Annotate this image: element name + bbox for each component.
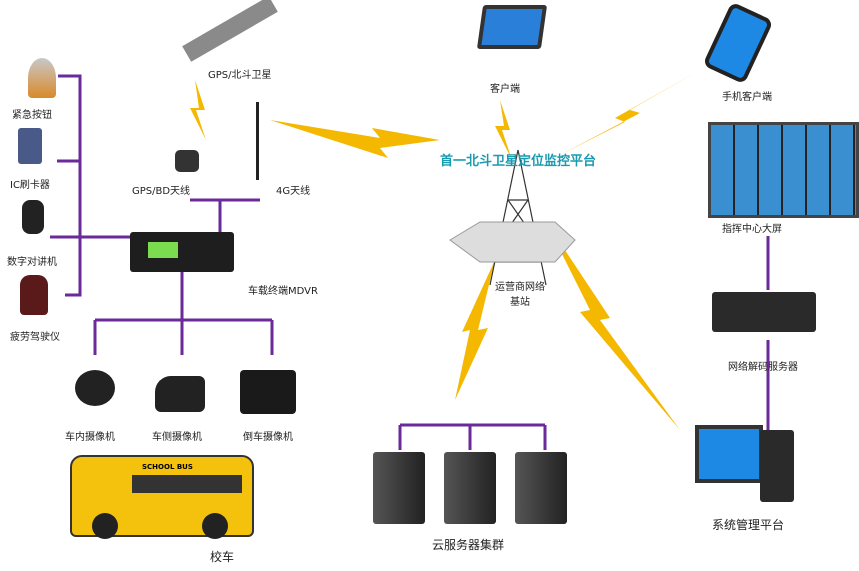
ic-card-reader-icon [18, 128, 42, 164]
monitor-icon [695, 425, 763, 483]
school-bus-icon: SCHOOL BUS [70, 455, 254, 539]
side-camera-icon [155, 376, 205, 412]
fatigue-monitor-label: 疲劳驾驶仪 [10, 332, 60, 343]
wireless-links [190, 70, 700, 430]
platform-title: 首一北斗卫星定位监控平台 [440, 154, 597, 169]
mobile-link [560, 70, 700, 155]
mgmt-link [545, 220, 680, 430]
client-link [495, 100, 512, 160]
base-station-label: 运营商网络基站 [495, 278, 545, 308]
satellite-label: GPS/北斗卫星 [208, 70, 272, 81]
base-station-tower [489, 149, 547, 286]
server-icon [444, 452, 496, 524]
interior-camera-label: 车内摄像机 [65, 432, 115, 443]
intercom-label: 数字对讲机 [7, 257, 57, 268]
side-camera-label: 车侧摄像机 [152, 432, 202, 443]
lte-antenna-icon [256, 102, 259, 180]
mobile-client-label: 手机客户端 [722, 92, 772, 103]
bus-windows [132, 475, 242, 493]
mdvr-screen [148, 242, 178, 258]
bus-wheel [92, 513, 118, 539]
reverse-camera-icon [240, 370, 296, 414]
ic-card-reader-label: IC刷卡器 [10, 180, 50, 191]
laptop-icon [476, 5, 548, 49]
client-label: 客户端 [490, 84, 520, 95]
gps-link [190, 80, 206, 140]
cloud-link [455, 260, 495, 400]
interior-camera-icon [75, 370, 115, 406]
fatigue-monitor-icon [20, 275, 48, 315]
lte-link [270, 120, 440, 158]
server-icon [373, 452, 425, 524]
gps-antenna-icon [175, 150, 199, 172]
decoder-server-icon [712, 292, 816, 332]
mdvr-device [130, 232, 234, 272]
video-wall-label: 指挥中心大屏 [722, 224, 782, 235]
cloud-cluster-label: 云服务器集群 [432, 538, 505, 552]
emergency-button-label: 紧急按钮 [12, 110, 52, 121]
reverse-camera-label: 倒车摄像机 [243, 432, 293, 443]
pc-tower-icon [760, 430, 794, 502]
bus-sign: SCHOOL BUS [142, 463, 193, 471]
video-wall-icon [708, 122, 859, 218]
management-label: 系统管理平台 [712, 518, 785, 532]
school-bus-label: 校车 [210, 550, 235, 564]
hex-base [449, 221, 576, 263]
decoder-server-label: 网络解码服务器 [728, 362, 798, 373]
emergency-button-icon [28, 58, 56, 98]
lte-antenna-label: 4G天线 [276, 186, 311, 197]
base-station-line2: 基站 [510, 297, 530, 308]
bus-wheel [202, 513, 228, 539]
intercom-icon [22, 200, 44, 234]
mdvr-label: 车载终端MDVR [248, 286, 318, 297]
server-icon [515, 452, 567, 524]
gps-antenna-label: GPS/BD天线 [132, 186, 191, 197]
base-station-line1: 运营商网络 [495, 282, 545, 293]
